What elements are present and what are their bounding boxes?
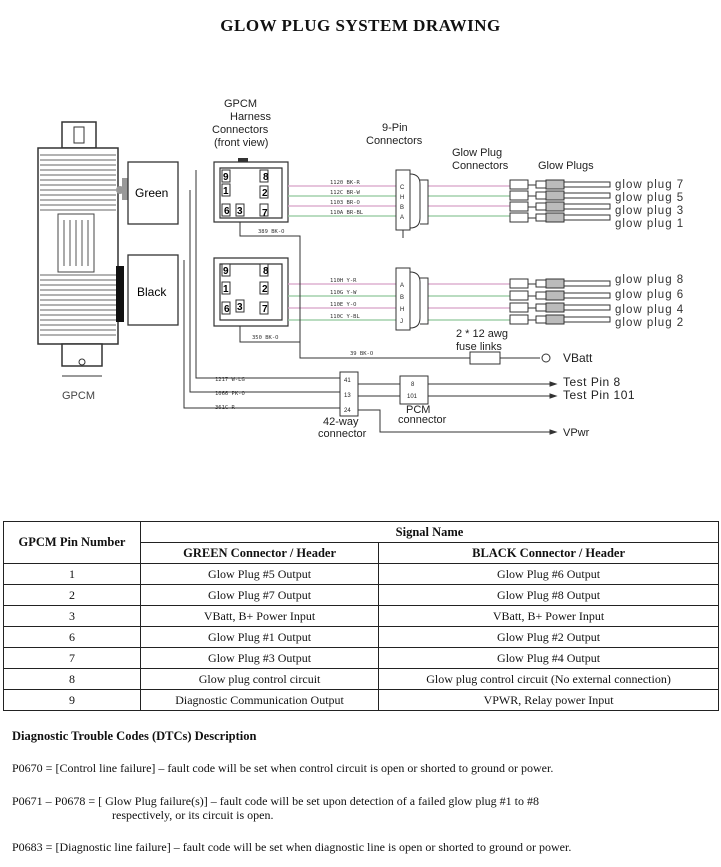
svg-text:9: 9: [223, 172, 229, 183]
svg-text:2: 2: [262, 188, 268, 199]
glow-plug-connectors-label: Glow Plug Connectors: [452, 147, 509, 172]
misc-wire-codes: 389 BK-O 350 BK-O 39 BK-O 1217 W-LG 1066…: [215, 229, 377, 411]
glow-plug-labels-green: glow plug 7 glow plug 5 glow plug 3 glow…: [615, 179, 688, 230]
table-row: 7 Glow Plug #3 Output Glow Plug #4 Outpu…: [3, 647, 719, 669]
black-signal: Glow Plug #2 Output: [378, 626, 719, 648]
col-black-header: BLACK Connector / Header: [378, 542, 719, 564]
svg-text:6: 6: [224, 304, 230, 315]
glow-plugs-green-group: [509, 179, 611, 223]
table-row: 1 Glow Plug #5 Output Glow Plug #6 Outpu…: [3, 563, 719, 585]
pcm-connector-label: PCM connector: [398, 404, 447, 426]
green-signal: Glow Plug #3 Output: [139, 647, 380, 669]
black-signal: Glow Plug #8 Output: [378, 584, 719, 606]
black-nine-pin-connector: A B H J: [395, 267, 429, 331]
table-row: 9 Diagnostic Communication Output VPWR, …: [3, 689, 719, 711]
pin-number: 2: [3, 584, 141, 606]
table-header-row: GPCM Pin Number Signal Name: [3, 521, 719, 564]
svg-text:6: 6: [224, 206, 230, 217]
svg-text:3: 3: [237, 302, 243, 313]
pin-number: 9: [3, 689, 141, 711]
pin-number: 7: [3, 647, 141, 669]
black-signal: Glow plug control circuit (No external c…: [378, 668, 719, 690]
glow-plug-labels-black: glow plug 8 glow plug 6 glow plug 4 glow…: [615, 274, 688, 329]
col-green-header: GREEN Connector / Header: [139, 542, 380, 564]
green-signal: Diagnostic Communication Output: [139, 689, 380, 711]
svg-text:1: 1: [223, 284, 229, 295]
green-connector-label: Green: [135, 186, 168, 200]
green-signal: Glow Plug #5 Output: [139, 563, 380, 585]
svg-text:9: 9: [223, 266, 229, 277]
fuse-links-label: 2 * 12 awg fuse links: [456, 328, 511, 353]
dtc-title: Diagnostic Trouble Codes (DTCs) Descript…: [12, 729, 257, 743]
dtc-p0671-line1: P0671 – P0678 = [ Glow Plug failure(s)] …: [12, 794, 540, 808]
col-pin-header: GPCM Pin Number: [3, 521, 141, 564]
svg-text:3: 3: [237, 206, 243, 217]
green-signal: Glow Plug #1 Output: [139, 626, 380, 648]
page-title: GLOW PLUG SYSTEM DRAWING: [220, 16, 501, 35]
gpcm-label: GPCM: [62, 390, 95, 402]
black-wire-codes: 110H Y-R 110G Y-W 110E Y-O 110C Y-BL: [330, 278, 360, 320]
table-subheader-row: GREEN Connector / Header BLACK Connector…: [4, 542, 719, 564]
gpcm-pin-table: GPCM Pin Number Signal Name GREEN Connec…: [3, 521, 719, 711]
pin-number: 8: [3, 668, 141, 690]
svg-text:1: 1: [223, 186, 229, 197]
green-group-wires: [288, 185, 510, 217]
dtc-p0671-line2: respectively, or its circuit is open.: [112, 808, 274, 822]
table-row: 3 VBatt, B+ Power Input VBatt, B+ Power …: [3, 605, 719, 627]
black-group-wires: [288, 283, 510, 321]
nine-pin-connectors-label: 9-Pin Connectors: [366, 122, 423, 147]
gpcm-module: [37, 121, 119, 377]
pin-number: 1: [3, 563, 141, 585]
green-signal: VBatt, B+ Power Input: [139, 605, 380, 627]
glow-plug-wiring-diagram: GPCM Green Black GPCM Harness Connectors…: [37, 98, 688, 440]
svg-text:8: 8: [263, 172, 269, 183]
svg-text:7: 7: [262, 304, 268, 315]
pin-number: 3: [3, 605, 141, 627]
table-row: 8 Glow plug control circuit Glow plug co…: [3, 668, 719, 690]
black-signal: Glow Plug #4 Output: [378, 647, 719, 669]
black-signal: VPWR, Relay power Input: [378, 689, 719, 711]
test-pin-101-label: Test Pin 101: [563, 388, 635, 402]
svg-text:7: 7: [262, 208, 268, 219]
dtc-p0683: P0683 = [Diagnostic line failure] – faul…: [12, 840, 572, 854]
svg-text:2: 2: [262, 284, 268, 295]
dtc-p0670: P0670 = [Control line failure] – fault c…: [12, 761, 554, 775]
svg-text:8: 8: [263, 266, 269, 277]
table-row: 6 Glow Plug #1 Output Glow Plug #2 Outpu…: [3, 626, 719, 648]
black-signal: VBatt, B+ Power Input: [378, 605, 719, 627]
vbatt-label: VBatt: [563, 351, 593, 365]
svg-text:C H B A: C H B A: [400, 185, 406, 221]
pcm-pin-numbers: 8 101: [407, 382, 418, 400]
way42-connector-label: 42-way connector: [318, 416, 367, 440]
glow-plugs-label: Glow Plugs: [538, 160, 594, 172]
power-and-control-wiring: [183, 170, 558, 435]
svg-text:A B H J: A B H J: [400, 283, 406, 325]
black-harness-connector: 9 8 1 2 6 3 7: [213, 257, 289, 327]
black-connector-label: Black: [137, 285, 167, 299]
test-pin-8-label: Test Pin 8: [563, 375, 621, 389]
table-row: 2 Glow Plug #7 Output Glow Plug #8 Outpu…: [3, 584, 719, 606]
gpcm-harness-connectors-label: GPCM Harness Connectors (front view): [212, 98, 274, 149]
col-signal-header: Signal Name: [140, 521, 719, 543]
glow-plugs-black-group: [509, 278, 611, 325]
green-wire-codes: 1120 BK-R 112C BR-W 1103 BR-O 110A BR-BL: [330, 180, 364, 216]
pin-number: 6: [3, 626, 141, 648]
vpwr-label: VPwr: [563, 427, 590, 439]
green-signal: Glow Plug #7 Output: [139, 584, 380, 606]
green-harness-connector: 9 8 1 2 6 3 7: [213, 158, 289, 223]
black-signal: Glow Plug #6 Output: [378, 563, 719, 585]
green-signal: Glow plug control circuit: [139, 668, 380, 690]
way42-pin-numbers: 41 13 24: [344, 378, 352, 414]
green-nine-pin-connector: C H B A: [395, 169, 429, 238]
